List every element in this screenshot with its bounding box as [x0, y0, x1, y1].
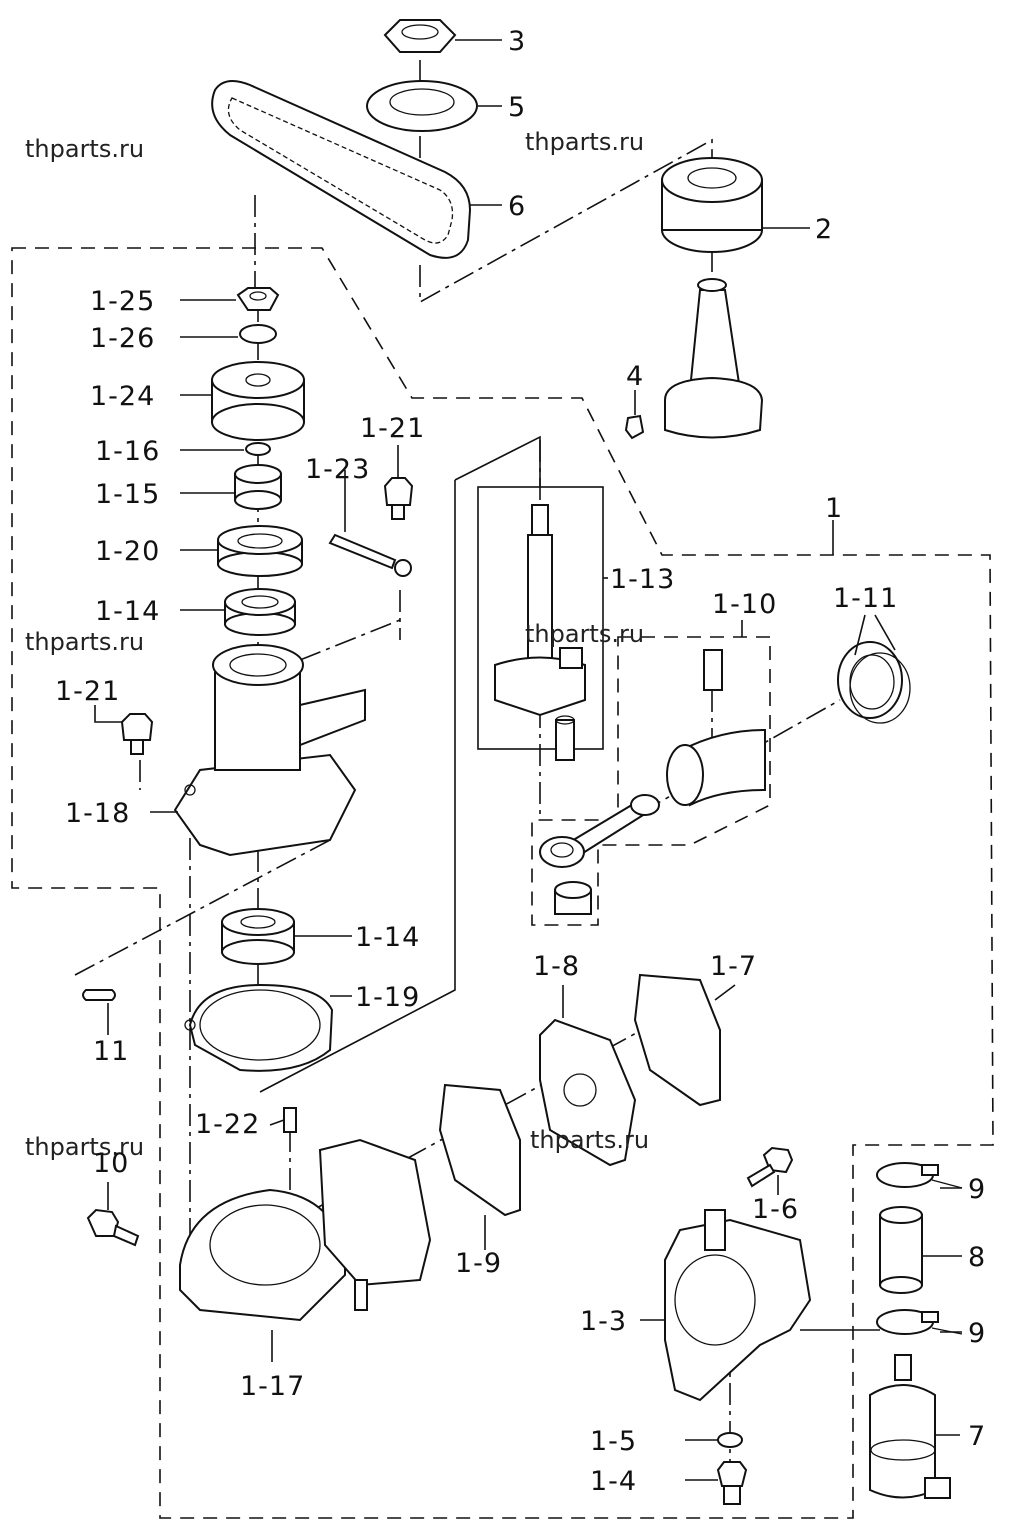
pin-part-11: [82, 989, 116, 1001]
washer-part-1-26: [239, 324, 277, 344]
part-label-5: 5: [508, 92, 526, 123]
ring-part-1-16: [245, 442, 271, 456]
part-label-10: 10: [93, 1148, 129, 1179]
gasket-part-1-9: [438, 1083, 521, 1217]
collar-part-1-15: [234, 464, 282, 510]
part-label-7: 7: [968, 1421, 986, 1452]
needle-bearing: [554, 881, 592, 915]
piston-part-1-10: [666, 649, 766, 807]
bearing-part-1-14-upper: [224, 588, 296, 636]
nut-part-1-25: [236, 287, 280, 311]
gasket-part-1-19: [184, 983, 334, 1072]
part-label-1-26: 1-26: [90, 323, 155, 354]
part-label-1-19: 1-19: [355, 982, 420, 1013]
part-label-1-21-lower: 1-21: [55, 676, 120, 707]
seal-part-1-20: [217, 525, 303, 577]
part-label-1: 1: [825, 493, 843, 524]
part-label-8: 8: [968, 1242, 986, 1273]
gear-part-1-24: [211, 361, 305, 441]
pin-part-1-22: [283, 1107, 297, 1133]
housing-part-1-17: [179, 1138, 432, 1322]
part-label-2: 2: [815, 214, 833, 245]
group-1-10-box: [531, 636, 771, 926]
part-label-4: 4: [626, 361, 644, 392]
part-label-1-3: 1-3: [580, 1306, 627, 1337]
part-label-3: 3: [508, 26, 526, 57]
part-label-1-4: 1-4: [590, 1466, 637, 1497]
washer-part-1-5: [717, 1432, 743, 1448]
housing-part-1-18: [173, 644, 366, 857]
part-label-1-14-upper: 1-14: [95, 596, 160, 627]
key-part-4: [624, 414, 645, 440]
filter-part-7: [869, 1354, 951, 1499]
part-label-9-upper: 9: [968, 1174, 986, 1205]
part-label-1-5: 1-5: [590, 1426, 637, 1457]
wire-part-1-23: [328, 533, 412, 577]
watermark: thparts.ru: [25, 1133, 144, 1161]
axis-pin-11: [74, 839, 331, 976]
part-label-1-7: 1-7: [710, 951, 757, 982]
watermark: thparts.ru: [525, 620, 644, 648]
leader-lines: [94, 39, 962, 1481]
gasket-part-1-7: [633, 973, 721, 1107]
connecting-rod: [539, 794, 660, 868]
part-label-1-11: 1-11: [833, 583, 898, 614]
pump-body-part-1-3: [664, 1209, 812, 1402]
drive-shaft-assembly: [664, 278, 764, 439]
plate-part-1-8: [539, 1018, 637, 1167]
assembly-1-boundary: [11, 247, 994, 1519]
part-label-1-21-upper: 1-21: [360, 413, 425, 444]
crankshaft-part-1-13: [494, 504, 586, 761]
part-label-6: 6: [508, 191, 526, 222]
part-label-1-9: 1-9: [455, 1248, 502, 1279]
clip-part-1-11: [837, 641, 911, 724]
part-label-1-25: 1-25: [90, 286, 155, 317]
axis-tab2: [299, 619, 401, 661]
part-label-1-6: 1-6: [752, 1194, 799, 1225]
fitting-part-1-21-upper: [383, 477, 414, 520]
part-label-1-20: 1-20: [95, 536, 160, 567]
part-label-9-lower: 9: [968, 1318, 986, 1349]
fitting-part-1-21-lower: [120, 713, 154, 755]
part-label-1-18: 1-18: [65, 798, 130, 829]
gear-part-2: [661, 157, 763, 253]
part-label-1-15: 1-15: [95, 479, 160, 510]
part-label-1-13: 1-13: [610, 564, 675, 595]
bolt-part-10: [86, 1208, 140, 1247]
bearing-part-1-14-lower: [221, 908, 295, 965]
watermark: thparts.ru: [530, 1126, 649, 1154]
watermark: thparts.ru: [25, 628, 144, 656]
nut-part-3: [383, 19, 457, 53]
part-label-1-14-lower: 1-14: [355, 922, 420, 953]
clamp-part-9-lower: [876, 1309, 963, 1335]
timing-belt-part-6: [211, 80, 472, 259]
part-label-1-8: 1-8: [533, 951, 580, 982]
part-label-1-24: 1-24: [90, 381, 155, 412]
part-label-11: 11: [93, 1036, 129, 1067]
washer-part-5: [366, 80, 478, 132]
part-label-1-22: 1-22: [195, 1109, 260, 1140]
watermark: thparts.ru: [525, 128, 644, 156]
clamp-part-9-upper: [876, 1162, 963, 1189]
bolt-part-1-6: [746, 1146, 794, 1188]
nipple-part-1-4: [716, 1461, 748, 1505]
part-label-1-17: 1-17: [240, 1371, 305, 1402]
part-label-1-10: 1-10: [712, 589, 777, 620]
part-label-1-16: 1-16: [95, 436, 160, 467]
watermark: thparts.ru: [25, 135, 144, 163]
part-label-1-23: 1-23: [305, 454, 370, 485]
hose-part-8: [879, 1206, 923, 1294]
